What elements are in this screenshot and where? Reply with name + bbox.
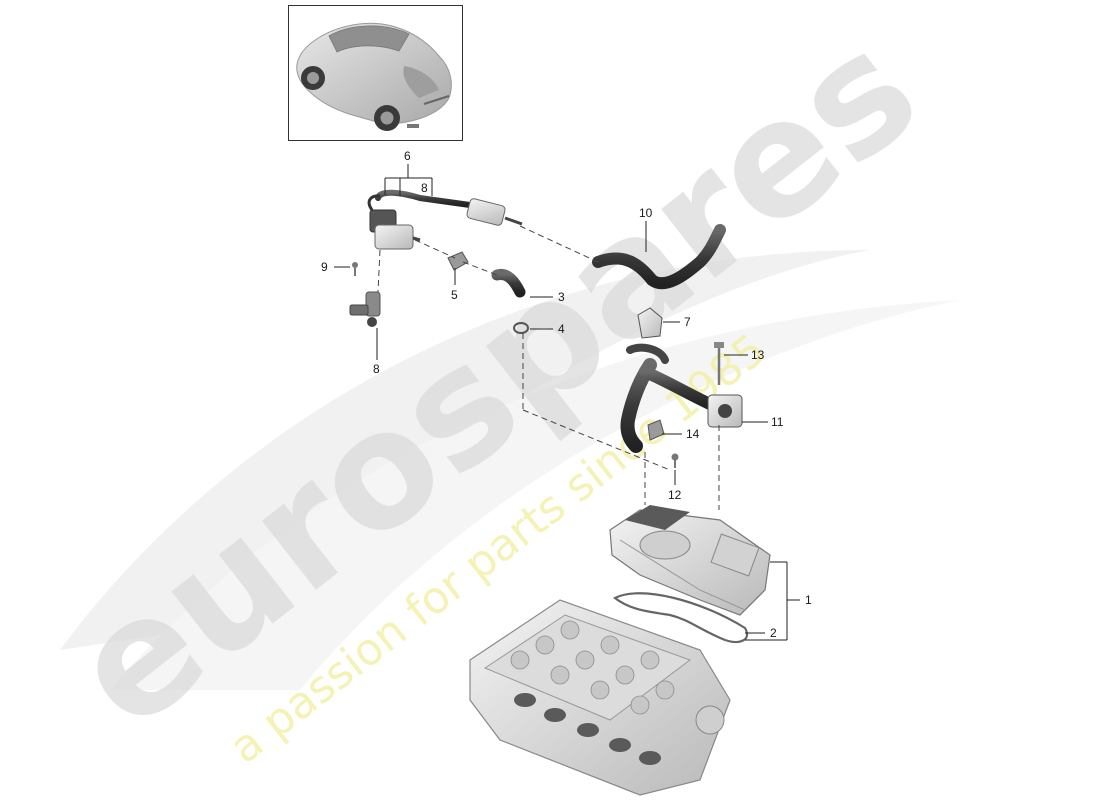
callout-1: 1 bbox=[805, 593, 812, 607]
elbow-hose-part bbox=[620, 343, 743, 453]
screw-9-part bbox=[352, 262, 358, 276]
clamp-4-part bbox=[513, 322, 529, 334]
callout-5: 5 bbox=[451, 288, 458, 302]
callout-8-top: 8 bbox=[421, 181, 428, 195]
callout-4: 4 bbox=[558, 322, 565, 336]
assembly-guide-lines bbox=[377, 225, 720, 510]
callout-2: 2 bbox=[770, 626, 777, 640]
sensor-part bbox=[349, 291, 381, 327]
bolt-13-part bbox=[714, 342, 724, 385]
callout-10: 10 bbox=[639, 206, 653, 220]
hose-assembly-part bbox=[367, 189, 523, 250]
vehicle-thumbnail bbox=[288, 5, 463, 141]
callout-12: 12 bbox=[668, 488, 682, 502]
callout-8-bottom: 8 bbox=[373, 362, 380, 376]
callout-13: 13 bbox=[751, 348, 765, 362]
callout-3: 3 bbox=[558, 290, 565, 304]
oil-separator-part bbox=[609, 505, 771, 616]
hose-3-part bbox=[491, 269, 526, 298]
leader-lines bbox=[334, 164, 800, 641]
hose-10-part bbox=[592, 224, 726, 290]
cylinder-head bbox=[469, 599, 731, 796]
callout-9: 9 bbox=[321, 260, 328, 274]
bracket-7-part bbox=[637, 307, 663, 339]
callout-14: 14 bbox=[686, 427, 700, 441]
gasket-part bbox=[612, 592, 749, 644]
callout-labels: 6 8 8 9 5 3 4 10 7 13 11 14 12 1 2 bbox=[321, 149, 812, 640]
callout-6: 6 bbox=[404, 149, 411, 163]
clip-5-part bbox=[447, 251, 469, 271]
screw-12-part bbox=[671, 453, 679, 468]
watermark-swoosh bbox=[60, 250, 960, 690]
callout-11: 11 bbox=[771, 415, 784, 429]
callout-7: 7 bbox=[684, 315, 691, 329]
car-suv-icon bbox=[296, 22, 452, 131]
